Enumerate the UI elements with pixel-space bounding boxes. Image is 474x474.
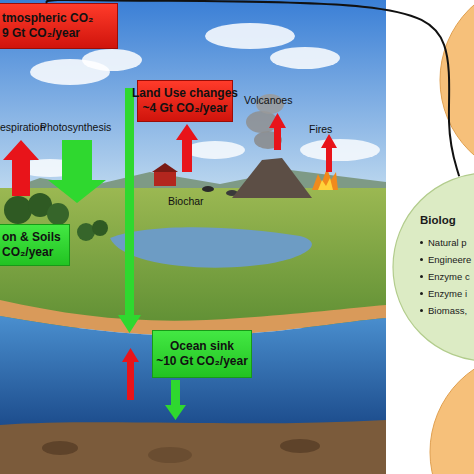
flux-label: Volcanoes — [244, 94, 292, 106]
rock — [42, 441, 78, 455]
pond — [110, 227, 312, 267]
emission-box: Land Use changes~4 Gt CO₂/year — [137, 80, 233, 122]
sky — [0, 0, 386, 200]
bullet-dot — [420, 275, 423, 278]
emission-box: tmospheric CO₂9 Gt CO₂/year — [0, 3, 118, 49]
sink-box: Ocean sink~10 Gt CO₂/year — [152, 330, 252, 378]
flux-value: 9 Gt CO₂/year — [0, 26, 83, 41]
seabed — [0, 420, 386, 474]
flux-arrow — [3, 140, 39, 196]
bullet-dot — [420, 309, 423, 312]
node-heading: Ocean sink — [167, 339, 237, 354]
bullet-item: Engineere — [428, 253, 471, 266]
barn — [154, 172, 176, 186]
tree — [77, 223, 95, 241]
flux-label: Biochar — [168, 195, 204, 207]
node-heading: Land Use changes — [129, 86, 241, 101]
node-heading: Biolog — [420, 214, 456, 227]
circle-fill — [393, 173, 474, 361]
volcano — [232, 158, 312, 198]
bullet-item: Biomass, — [428, 304, 467, 317]
flux-value: ~10 Gt CO₂/year — [153, 354, 251, 369]
tree — [4, 196, 32, 224]
bullet-dot — [420, 258, 423, 261]
flux-label: Photosynthesis — [40, 121, 111, 133]
cloud — [82, 49, 142, 71]
bullet-dot — [420, 292, 423, 295]
flux-arrow — [176, 124, 198, 172]
rock — [280, 439, 320, 453]
sink-box: on & SoilsCO₂/year — [0, 224, 70, 266]
curved-connector — [46, 0, 459, 176]
flux-arrow — [321, 134, 337, 172]
venn-circle — [430, 352, 474, 474]
flux-label: espiration — [0, 121, 46, 133]
flux-label: Fires — [309, 123, 332, 135]
flux-arrow — [118, 88, 141, 333]
fire — [318, 178, 333, 190]
flux-arrow — [48, 140, 106, 203]
flux-value: CO₂/year — [0, 245, 56, 260]
barn-roof — [152, 163, 178, 172]
bullet-item: Enzyme c — [428, 270, 470, 283]
bullet-item: Enzyme i — [428, 287, 467, 300]
circle-outline — [392, 172, 474, 362]
cloud — [185, 141, 245, 159]
tree — [92, 220, 108, 236]
approach-circle: BiologNatural p EngineereEnzyme c Enzyme i… — [392, 172, 474, 362]
flux-value: ~4 Gt CO₂/year — [139, 101, 230, 116]
tree — [47, 203, 69, 225]
venn-circle — [440, 0, 474, 180]
cow — [202, 186, 214, 192]
flux-arrow — [165, 380, 186, 420]
bullet-item: Natural p — [428, 236, 467, 249]
rock — [148, 447, 192, 463]
node-heading: tmospheric CO₂ — [0, 11, 96, 26]
cloud — [205, 23, 295, 49]
flux-arrow — [122, 348, 139, 400]
cloud — [300, 139, 380, 161]
node-heading: on & Soils — [0, 230, 64, 245]
fire — [312, 168, 338, 190]
flux-arrow — [269, 113, 286, 150]
cloud — [270, 47, 340, 69]
bullet-dot — [420, 241, 423, 244]
ocean — [0, 316, 386, 430]
